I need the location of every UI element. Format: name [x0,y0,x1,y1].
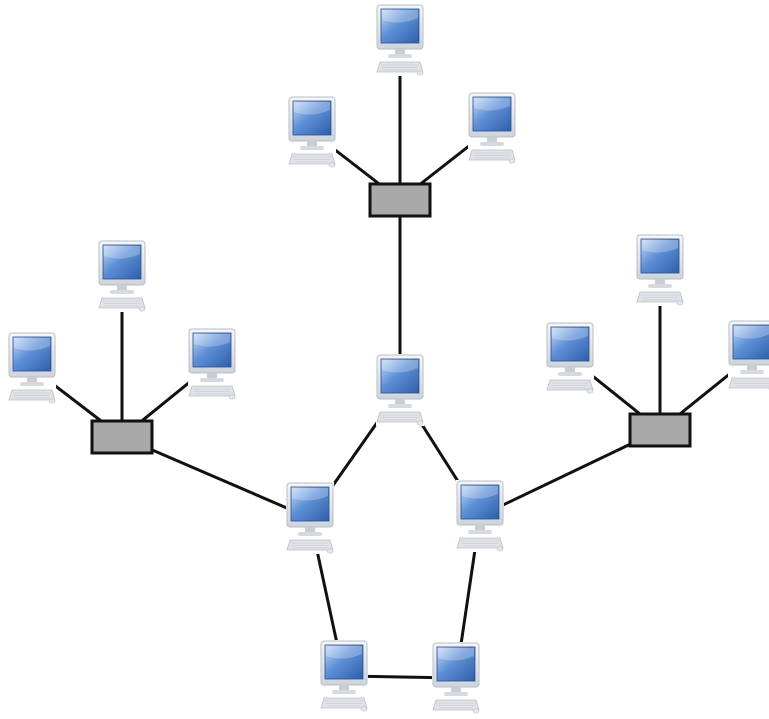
nodes-layer [8,4,769,714]
computer-icon [468,92,516,164]
computer-icon [8,332,56,404]
computer-icon [288,96,336,168]
computer-icon [286,482,334,554]
computer-icon [546,322,594,394]
hub-icon [90,419,154,455]
computer-icon [636,234,684,306]
computer-icon [432,642,480,714]
computer-icon [728,320,769,392]
computer-icon [188,328,236,400]
computer-icon [376,354,424,426]
hub-icon [628,412,692,448]
computer-icon [456,480,504,552]
computer-icon [376,4,424,76]
hub-icon [368,182,432,218]
computer-icon [320,640,368,712]
computer-icon [98,240,146,312]
